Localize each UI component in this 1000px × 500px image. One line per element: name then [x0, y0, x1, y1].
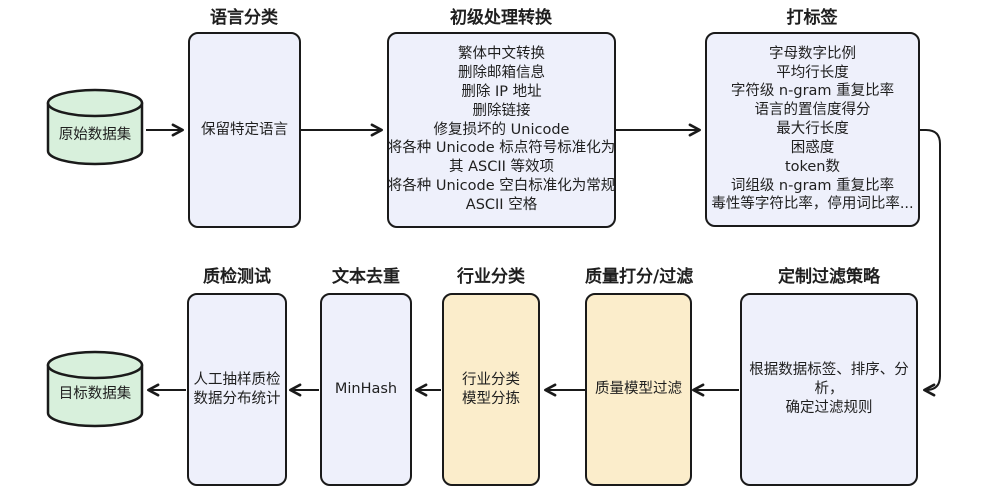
node-preprocess-text: 繁体中文转换 删除邮箱信息 删除 IP 地址 删除链接 修复损坏的 Unicod…	[387, 46, 616, 213]
node-dedup: MinHash	[320, 293, 412, 486]
stage-title-preprocess: 初级处理转换	[450, 8, 552, 28]
node-language-text: 保留特定语言	[201, 121, 288, 138]
node-strategy: 根据数据标签、排序、分 析， 确定过滤规则	[740, 293, 918, 486]
node-industry-text: 行业分类 模型分拣	[462, 371, 520, 407]
stage-title-qc: 质检测试	[203, 267, 271, 287]
node-qc-text: 人工抽样质检 数据分布统计	[193, 371, 281, 407]
node-tagging-text: 字母数字比例 平均行长度 字符级 n-gram 重复比率 语言的置信度得分 最大…	[711, 45, 914, 213]
node-language: 保留特定语言	[188, 32, 301, 228]
node-industry: 行业分类 模型分拣	[442, 293, 540, 486]
node-dedup-text: MinHash	[334, 381, 398, 398]
target-database-label: 目标数据集	[58, 385, 132, 402]
node-preprocess: 繁体中文转换 删除邮箱信息 删除 IP 地址 删除链接 修复损坏的 Unicod…	[387, 32, 616, 228]
stage-title-dedup: 文本去重	[332, 267, 400, 287]
stage-title-language: 语言分类	[210, 8, 278, 28]
source-database-label: 原始数据集	[58, 126, 132, 143]
node-quality-text: 质量模型过滤	[595, 381, 682, 398]
node-strategy-text: 根据数据标签、排序、分 析， 确定过滤规则	[749, 362, 909, 416]
node-qc: 人工抽样质检 数据分布统计	[187, 293, 287, 486]
node-tagging: 字母数字比例 平均行长度 字符级 n-gram 重复比率 语言的置信度得分 最大…	[705, 32, 920, 227]
arrow-tagging-to-strategy	[920, 129, 941, 397]
stage-title-tagging: 打标签	[786, 8, 838, 28]
node-quality: 质量模型过滤	[585, 293, 692, 486]
target-database-cylinder-icon	[46, 350, 144, 428]
stage-title-strategy: 定制过滤策略	[778, 267, 880, 287]
stage-title-quality: 质量打分/过滤	[585, 267, 694, 287]
source-database-cylinder-icon	[46, 88, 144, 166]
stage-title-industry: 行业分类	[457, 267, 525, 287]
